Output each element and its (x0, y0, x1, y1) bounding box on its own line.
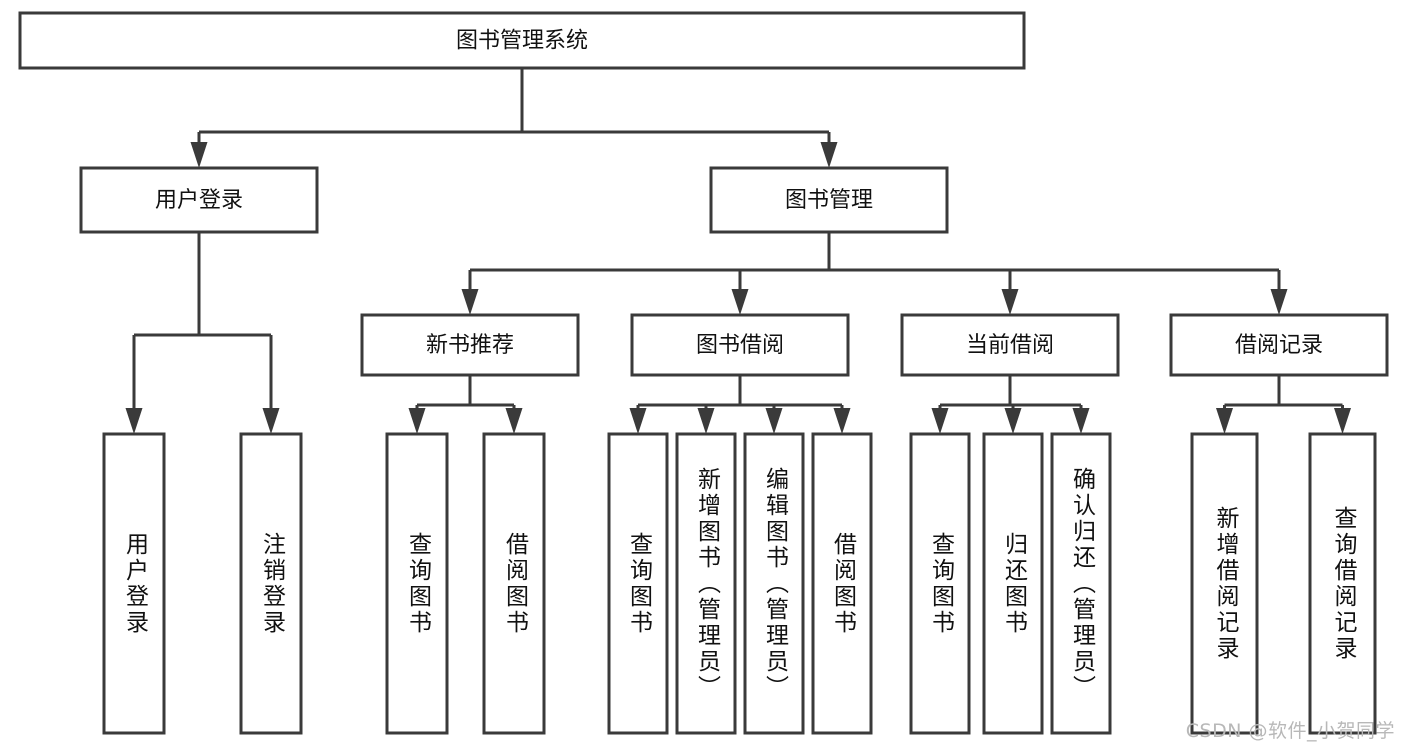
root-to-user-login-head (190, 142, 208, 168)
node-box-leaf-confirm-return[interactable] (1050, 432, 1112, 735)
book-manage-to-book-borrow-head (731, 289, 749, 315)
node-box-leaf-add-book-admin[interactable] (675, 432, 737, 735)
node-box-new-book-recommend[interactable] (360, 313, 580, 377)
book-manage-to-current-borrow-head (1001, 289, 1019, 315)
node-label-book-manage: 图书管理 (785, 188, 873, 213)
borrow-record-to-leaf-add-borrow-record-head (1216, 408, 1233, 434)
node-box-borrow-record[interactable] (1169, 313, 1389, 377)
node-box-leaf-borrow-book-rec[interactable] (482, 432, 546, 735)
borrow-record-to-leaf-query-borrow-record-head (1334, 408, 1351, 434)
book-borrow-to-leaf-borrow-book-brw-head (833, 408, 851, 434)
node-label-root: 图书管理系统 (456, 29, 588, 54)
node-label-current-borrow: 当前借阅 (966, 333, 1054, 358)
user-login-to-leaf-user-login-head (125, 408, 143, 434)
book-manage-to-new-book-recommend-head (461, 289, 479, 315)
node-label-book-borrow: 图书借阅 (696, 333, 784, 358)
node-box-user-login[interactable] (79, 166, 319, 234)
current-borrow-to-leaf-return-book-head (1004, 408, 1022, 434)
book-manage-to-borrow-record-head (1270, 289, 1288, 315)
current-borrow-to-leaf-query-book-cur-head (931, 408, 949, 434)
new-book-recommend-to-leaf-query-book-rec-head (408, 408, 426, 434)
node-box-leaf-query-book-cur[interactable] (909, 432, 971, 735)
node-label-borrow-record: 借阅记录 (1235, 333, 1323, 358)
new-book-recommend-to-leaf-borrow-book-rec-head (505, 408, 523, 434)
book-borrow-to-leaf-query-book-brw-head (629, 408, 647, 434)
node-box-book-borrow[interactable] (630, 313, 850, 377)
node-box-leaf-query-borrow-record[interactable] (1308, 432, 1377, 735)
node-label-new-book-recommend: 新书推荐 (426, 333, 514, 358)
node-box-leaf-query-book-brw[interactable] (607, 432, 669, 735)
user-login-to-leaf-user-logout-head (262, 408, 280, 434)
node-box-leaf-user-logout[interactable] (239, 432, 303, 735)
node-box-root[interactable] (18, 11, 1026, 70)
node-box-book-manage[interactable] (709, 166, 949, 234)
node-box-leaf-user-login[interactable] (102, 432, 166, 735)
node-box-leaf-return-book[interactable] (982, 432, 1044, 735)
current-borrow-to-leaf-confirm-return-head (1072, 408, 1090, 434)
box-layer (18, 11, 1389, 735)
csdn-watermark: CSDN @软件_小贺同学 (1185, 720, 1395, 742)
book-borrow-to-leaf-add-book-admin-head (697, 408, 715, 434)
node-box-leaf-add-borrow-record[interactable] (1190, 432, 1259, 735)
node-label-user-login: 用户登录 (155, 188, 243, 213)
node-box-leaf-edit-book-admin[interactable] (743, 432, 805, 735)
node-box-leaf-query-book-rec[interactable] (385, 432, 449, 735)
root-to-book-manage-head (820, 142, 838, 168)
book-borrow-to-leaf-edit-book-admin-head (765, 408, 783, 434)
connector-layer (125, 68, 1351, 434)
node-box-current-borrow[interactable] (900, 313, 1120, 377)
node-box-leaf-borrow-book-brw[interactable] (811, 432, 873, 735)
